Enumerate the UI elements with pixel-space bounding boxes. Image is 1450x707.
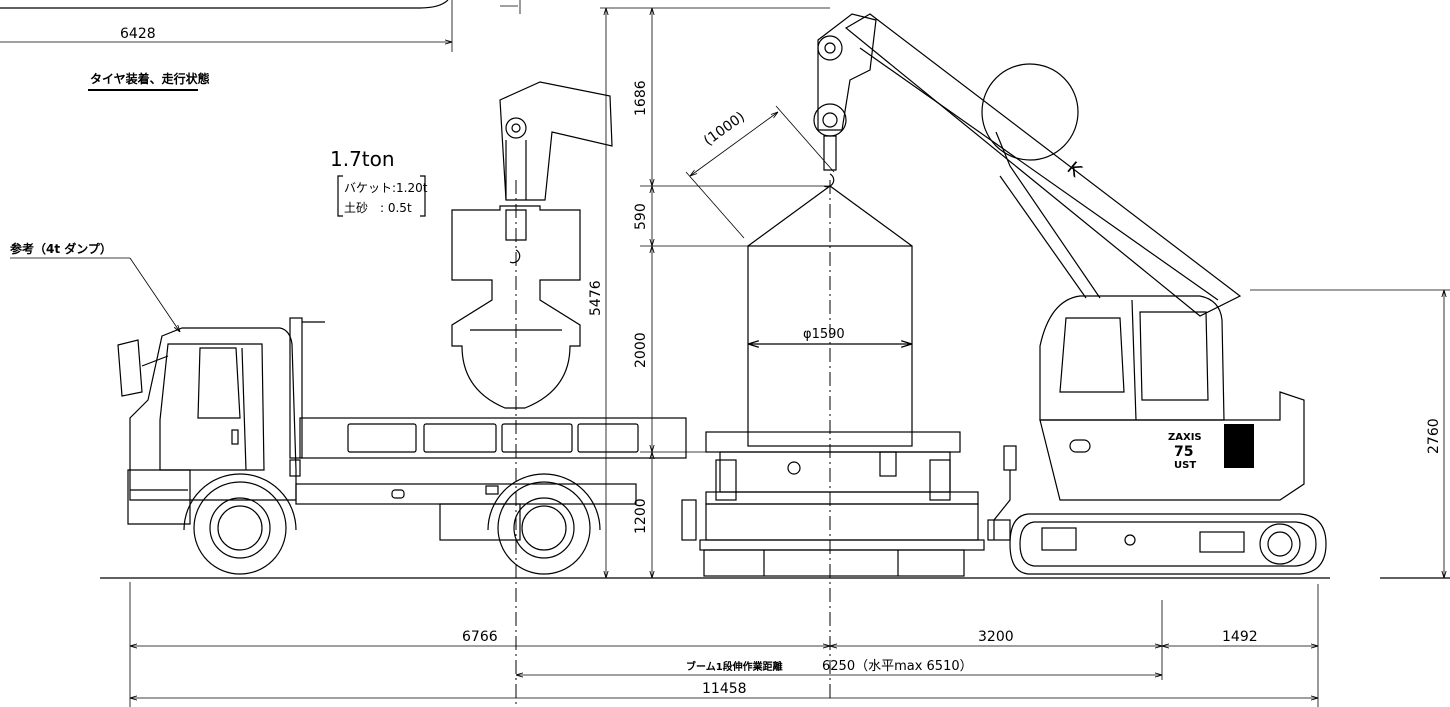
tire-mode-label: タイヤ装着、走行状態	[90, 71, 210, 86]
dim-6766: 6766	[462, 629, 498, 645]
bucket-weight: バケット:1.20t	[344, 181, 428, 195]
soil-weight: 土砂 : 0.5t	[344, 201, 412, 215]
load-weight: 1.7ton	[330, 147, 395, 171]
dim-1200: 1200	[633, 498, 649, 534]
dim-5476: 5476	[588, 280, 604, 316]
dim-1686: 1686	[633, 80, 649, 116]
boom-mark: K	[1063, 158, 1086, 182]
dim-2000: 2000	[633, 332, 649, 368]
work-distance-value: 6250（水平max 6510）	[822, 659, 973, 674]
dump-truck	[117, 317, 687, 575]
crawler-crane: K ZAXIS 75 UST	[813, 13, 1327, 575]
vessel-assembly: φ1590	[681, 185, 985, 577]
model-75: 75	[1174, 444, 1193, 460]
model-zaxis: ZAXIS	[1168, 432, 1202, 443]
hoisted-bucket	[451, 81, 613, 705]
dim-top-width: 6428	[120, 26, 156, 42]
dim-3200: 3200	[978, 629, 1014, 645]
dim-590: 590	[633, 203, 649, 230]
work-distance-prefix: ブーム1段伸作業距離	[686, 660, 783, 673]
tire-mode-section: 6428 タイヤ装着、走行状態	[0, 0, 521, 91]
horizontal-dimensions: 6766 3200 1492 ブーム1段伸作業距離 6250（水平max 651…	[129, 582, 1319, 707]
chain-length: (1000)	[701, 109, 748, 149]
model-ust: UST	[1174, 460, 1196, 471]
dim-1492: 1492	[1222, 629, 1258, 645]
dim-2760: 2760	[1426, 418, 1442, 454]
vessel-diameter: φ1590	[803, 327, 845, 342]
dim-11458: 11458	[702, 681, 747, 697]
dump-ref-label: 参考（4t ダンプ）	[10, 241, 112, 256]
